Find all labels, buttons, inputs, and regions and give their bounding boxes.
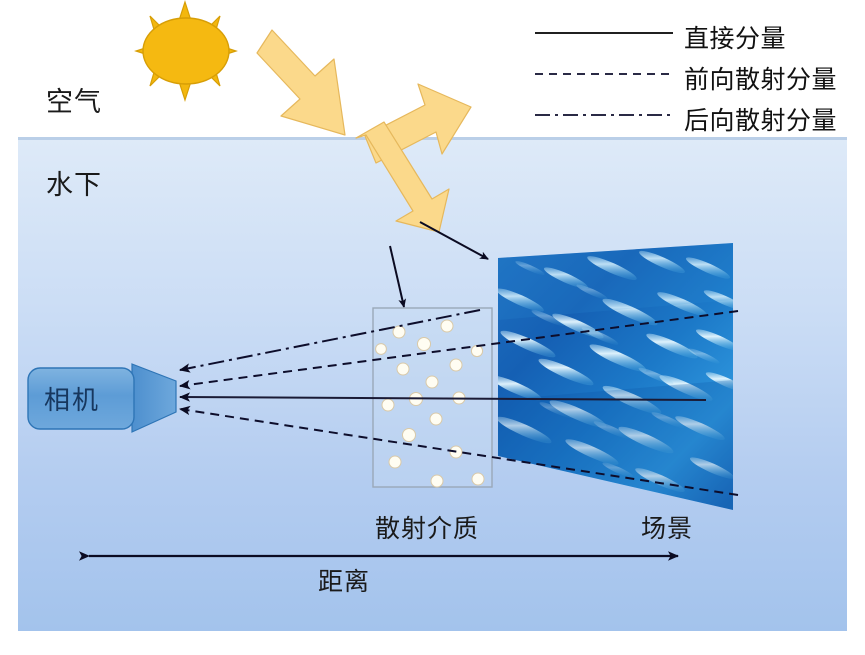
medium-particle	[440, 319, 454, 333]
incident-sunlight-arrow	[256, 29, 346, 136]
medium-particle	[425, 375, 439, 389]
legend-label-backscatter: 后向散射分量	[684, 108, 838, 135]
medium-particle	[388, 455, 402, 469]
beam-to-medium-arrow	[389, 245, 407, 308]
medium-particle	[402, 428, 416, 442]
camera-icon	[27, 363, 177, 433]
legend-label-forward-scatter: 前向散射分量	[684, 67, 838, 94]
direct-ray	[179, 392, 707, 402]
medium-particle	[381, 398, 395, 412]
water-surface-line	[18, 137, 847, 140]
sun-icon	[134, 0, 238, 102]
forward-scatter-ray-lower	[179, 405, 739, 496]
medium-particle	[375, 343, 387, 355]
underwater-scene-image	[498, 243, 733, 510]
legend-label-direct: 直接分量	[684, 26, 787, 53]
scattering-medium-label: 散射介质	[375, 516, 480, 543]
beam-to-scene-arrow	[419, 221, 489, 260]
camera-label: 相机	[44, 386, 101, 415]
backscatter-ray	[179, 309, 481, 373]
medium-particle	[429, 412, 443, 426]
air-label: 空气	[46, 87, 102, 117]
legend-lines	[535, 32, 673, 116]
underwater-label: 水下	[46, 170, 102, 200]
medium-particle	[417, 337, 431, 351]
medium-particle	[471, 472, 485, 486]
medium-particle	[392, 325, 406, 339]
medium-particle	[396, 362, 410, 376]
distance-label: 距离	[318, 569, 371, 596]
medium-particle	[430, 474, 444, 488]
forward-scatter-ray-upper	[179, 310, 739, 390]
scene-label: 场景	[641, 516, 694, 543]
medium-particle	[449, 358, 463, 372]
